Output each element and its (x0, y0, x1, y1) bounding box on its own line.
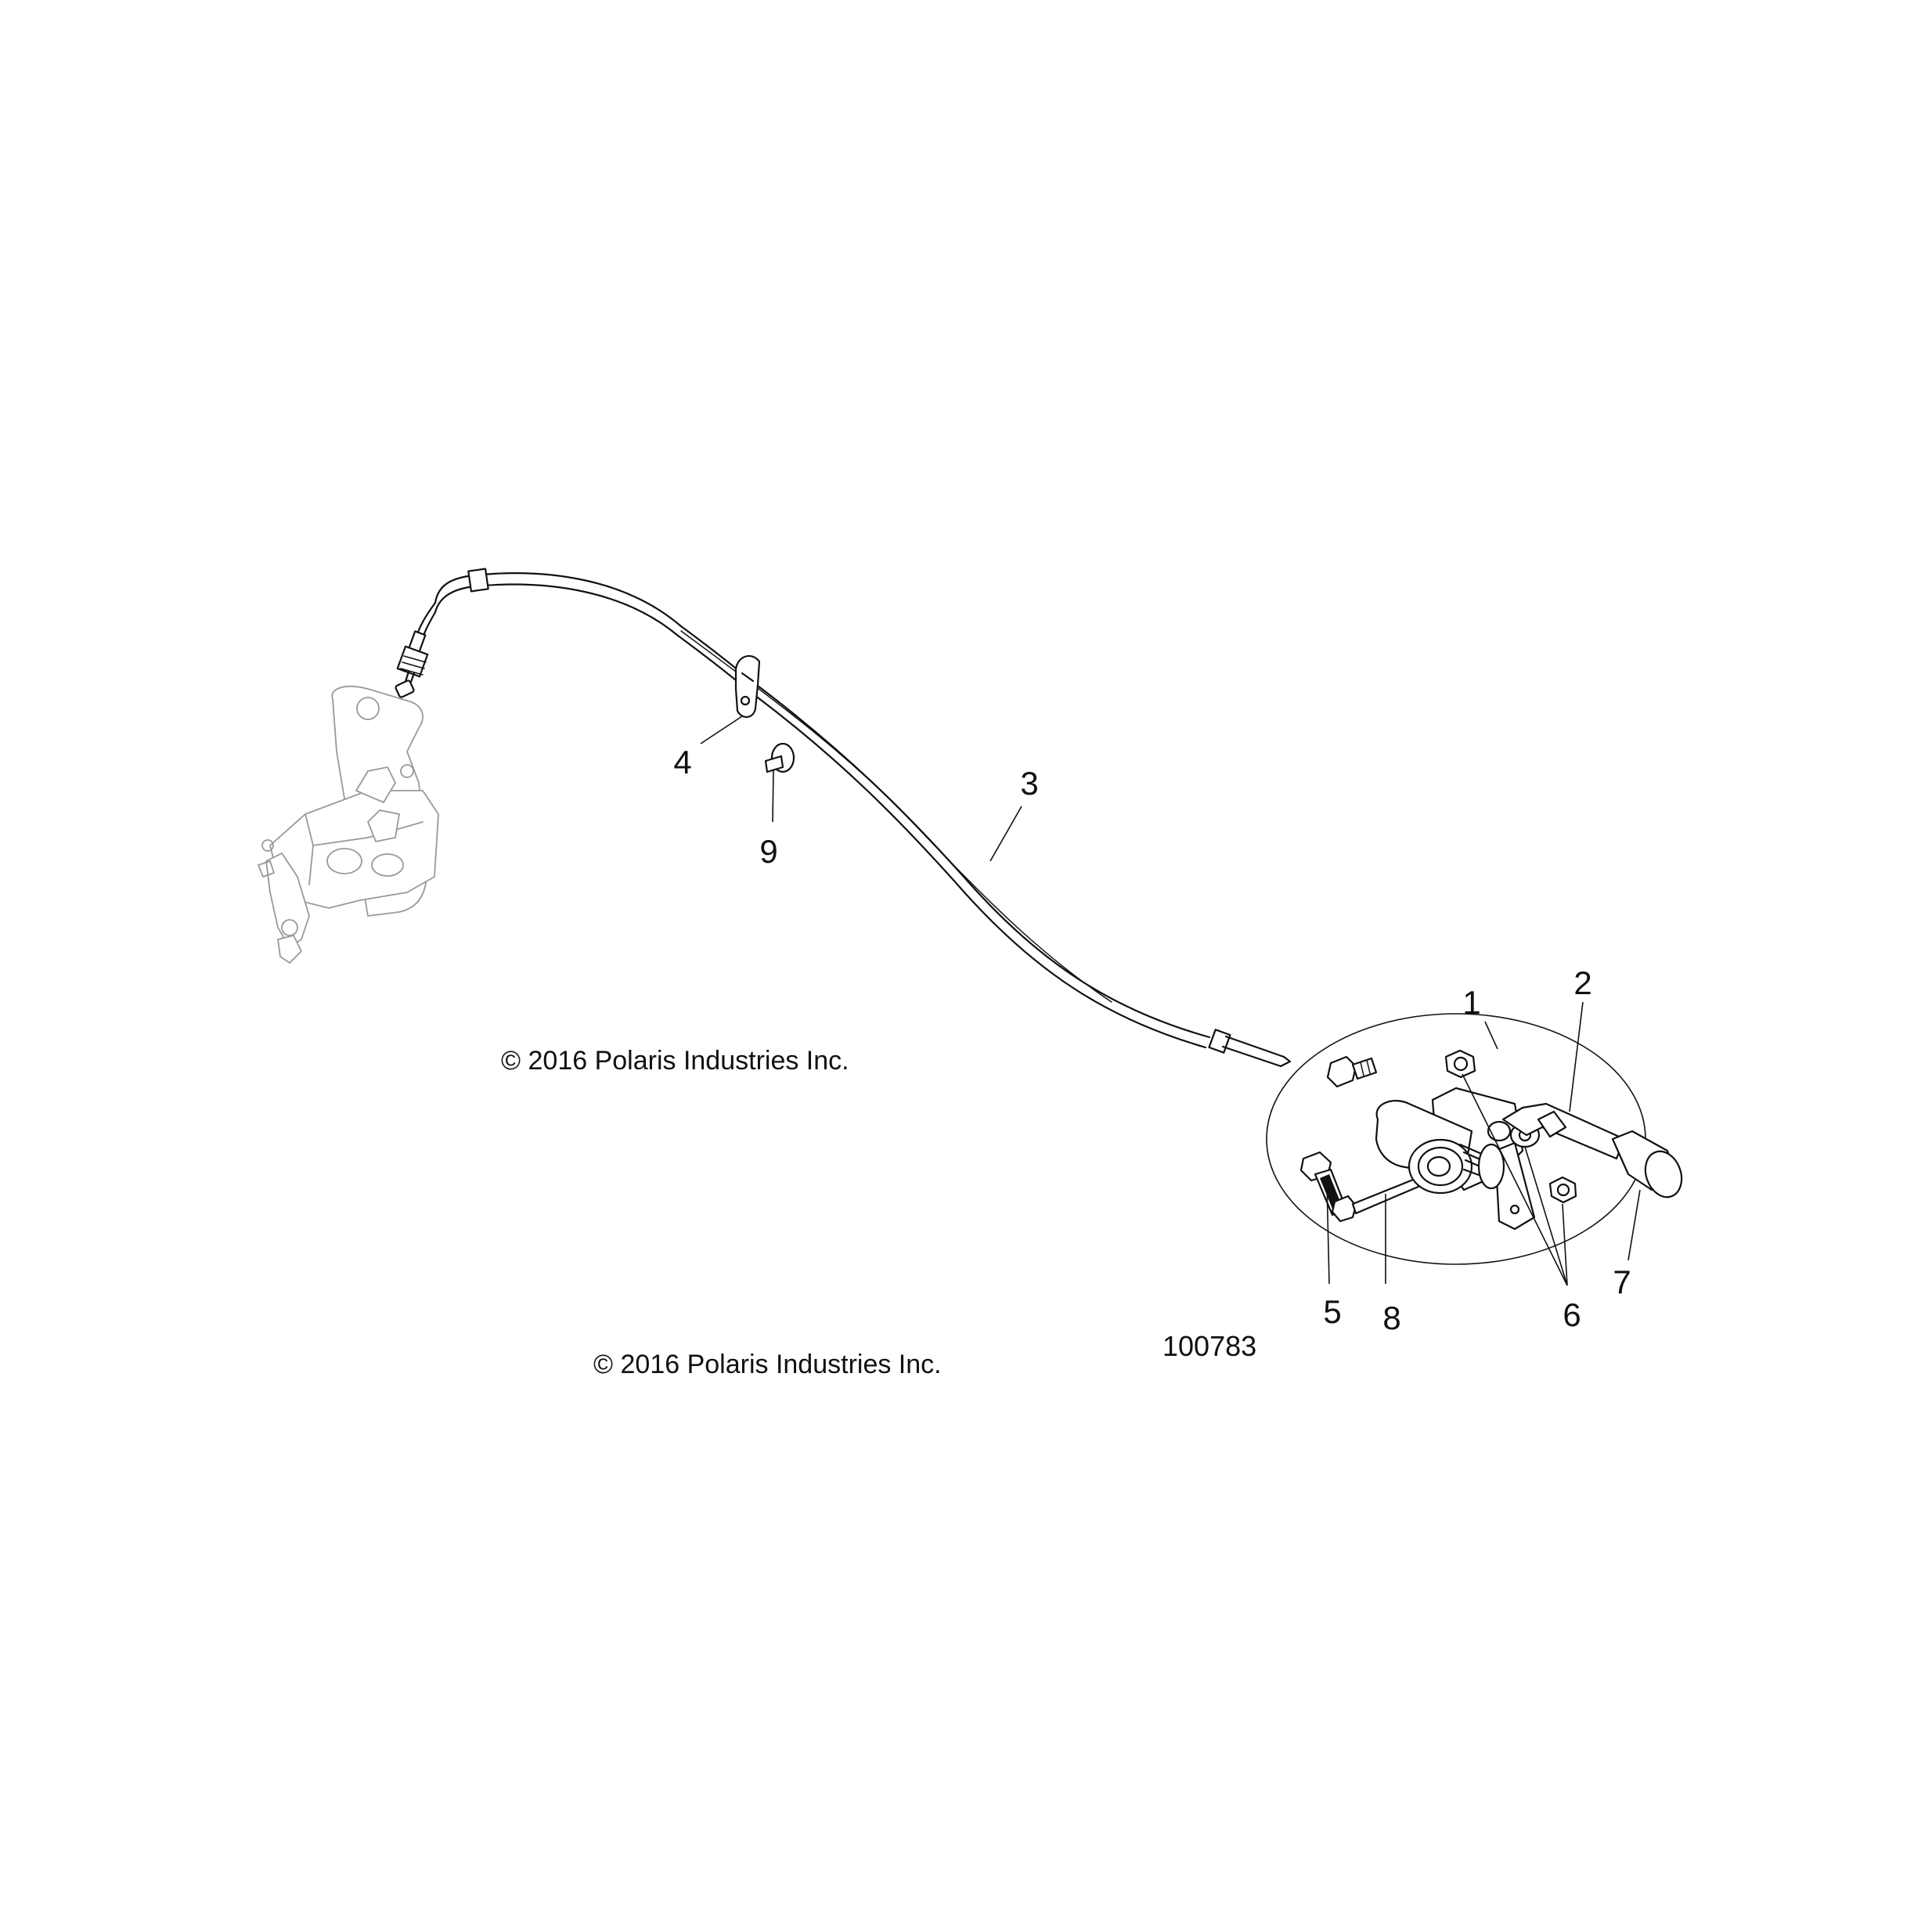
callout-3: 3 (1020, 765, 1038, 802)
parking-brake-cable (395, 568, 1292, 1068)
flange-nut-upper (1444, 1049, 1476, 1079)
push-rivet (764, 742, 795, 773)
callout-4: 4 (673, 744, 691, 780)
callout-7: 7 (1613, 1263, 1631, 1300)
callout-1: 1 (1462, 984, 1480, 1021)
copyright-upper: © 2016 Polaris Industries Inc. (501, 1046, 849, 1076)
callout-2: 2 (1573, 964, 1591, 1001)
leader-lines (700, 715, 1641, 1286)
part-number: 100783 (1162, 1330, 1256, 1362)
callout-8: 8 (1382, 1299, 1400, 1336)
cable-spool (1375, 1100, 1505, 1195)
handle-grip (1611, 1130, 1683, 1198)
copyright-lower: © 2016 Polaris Industries Inc. (593, 1350, 942, 1379)
callout-9: 9 (759, 833, 777, 870)
handle-assembly-inset (1266, 1013, 1683, 1265)
cable-clip (734, 654, 761, 718)
flange-bolt-upper (1326, 1055, 1378, 1088)
pivot-bolt (1331, 1177, 1422, 1223)
brake-caliper-assembly (258, 686, 439, 964)
callout-5: 5 (1323, 1293, 1341, 1330)
callout-6: 6 (1563, 1296, 1581, 1333)
